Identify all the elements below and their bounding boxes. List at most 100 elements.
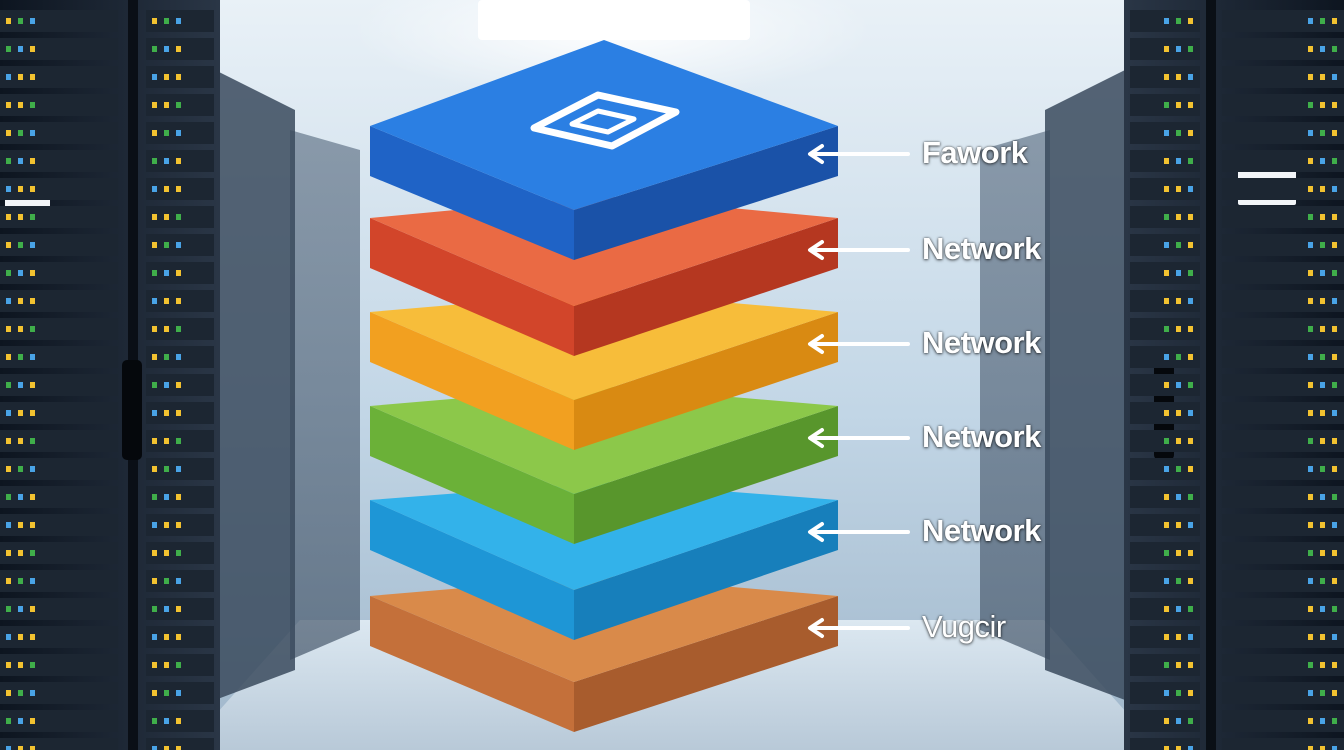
led-light [152,102,157,108]
led-light [30,270,35,276]
led-light [18,158,23,164]
led-light [1332,186,1337,192]
led-light [1188,298,1193,304]
led-light [1320,298,1325,304]
layer-side-face [574,126,838,260]
led-light [6,606,11,612]
led-light [176,298,181,304]
led-light [164,718,169,724]
led-light [176,410,181,416]
led-light [1308,326,1313,332]
led-light [1332,354,1337,360]
led-light [1176,494,1181,500]
led-light [164,382,169,388]
led-light [1308,634,1313,640]
led-light [6,438,11,444]
led-light [1320,550,1325,556]
led-light [1320,410,1325,416]
led-light [1332,242,1337,248]
rack-unit [0,38,118,60]
led-light [30,634,35,640]
rack-unit [1130,738,1200,750]
rack-unit [0,738,118,750]
led-light [30,102,35,108]
led-light [30,46,35,52]
led-light [1164,158,1169,164]
led-light [18,606,23,612]
led-light [1176,158,1181,164]
led-light [1320,382,1325,388]
led-light [1176,382,1181,388]
rack-unit [1222,542,1344,564]
led-light [1320,718,1325,724]
led-light [1188,46,1193,52]
rack-unit [1222,150,1344,172]
rack-unit [1222,290,1344,312]
rack-unit [0,542,118,564]
led-light [1320,242,1325,248]
led-light [30,410,35,416]
led-light [1164,18,1169,24]
led-light [164,270,169,276]
led-light [1176,354,1181,360]
led-light [176,662,181,668]
led-light [152,606,157,612]
led-light [1164,242,1169,248]
led-light [30,494,35,500]
led-light [152,242,157,248]
led-light [176,74,181,80]
led-light [152,18,157,24]
led-light [1332,46,1337,52]
led-light [1188,242,1193,248]
rack-unit [0,710,118,732]
led-light [1308,438,1313,444]
led-light [6,102,11,108]
led-light [1332,494,1337,500]
rack-unit [1222,570,1344,592]
led-light [1188,718,1193,724]
arrow-left-icon [808,618,910,638]
led-light [1308,746,1313,750]
led-light [1320,18,1325,24]
led-light [1320,690,1325,696]
led-light [30,550,35,556]
led-light [1320,438,1325,444]
led-light [1188,214,1193,220]
led-light [6,746,11,750]
led-light [1332,74,1337,80]
led-light [164,242,169,248]
led-light [1164,354,1169,360]
led-light [18,494,23,500]
led-light [152,74,157,80]
led-light [164,186,169,192]
led-light [152,382,157,388]
led-light [164,606,169,612]
layer-top-face [370,482,838,590]
rack-unit [0,402,118,424]
led-light [164,18,169,24]
led-light [1176,438,1181,444]
led-light [176,214,181,220]
mid-rack-right [1045,70,1125,700]
layer-top-face [370,40,838,210]
led-light [164,298,169,304]
rack-handle-left [122,360,142,460]
led-light [1308,46,1313,52]
led-light [6,382,11,388]
led-light [1308,410,1313,416]
led-light [1308,74,1313,80]
led-light [152,186,157,192]
led-light [6,578,11,584]
rack-unit [0,262,118,284]
led-light [1320,746,1325,750]
led-light [1176,46,1181,52]
led-light [18,298,23,304]
led-light [1308,662,1313,668]
led-light [30,382,35,388]
layer-5 [370,482,838,640]
led-light [1188,746,1193,750]
led-light [6,718,11,724]
led-light [1176,186,1181,192]
led-light [1332,326,1337,332]
led-light [30,718,35,724]
